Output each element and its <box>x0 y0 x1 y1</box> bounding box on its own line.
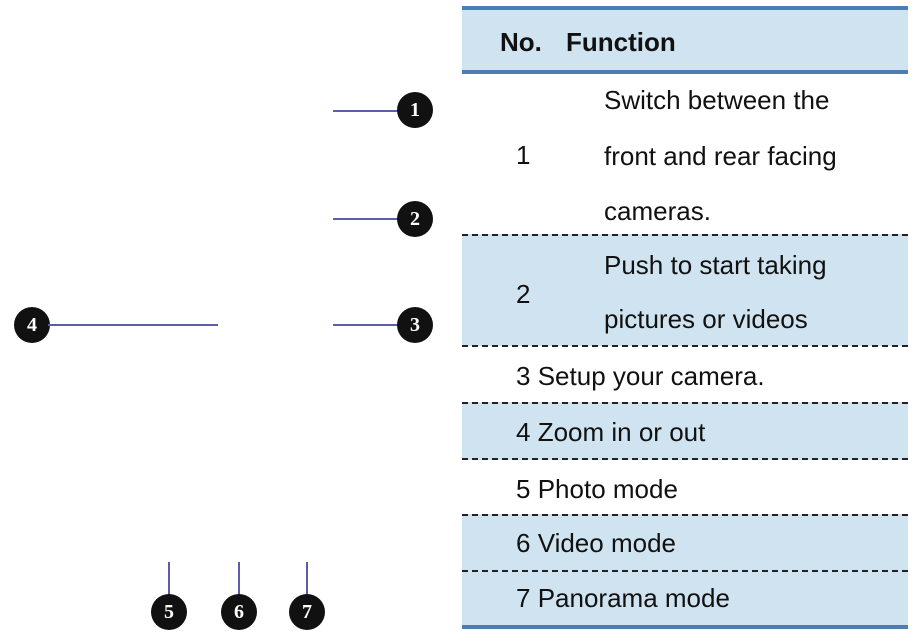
leader-line-1 <box>333 110 403 112</box>
row-6-number: 6 <box>516 528 531 558</box>
row-4-text: 4 Zoom in or out <box>516 417 705 448</box>
row-2-line-1: Push to start taking <box>604 250 827 280</box>
table-row-1: 1 Switch between the front and rear faci… <box>462 74 908 234</box>
callout-marker-6: 6 <box>221 594 257 630</box>
table-row-3: 3 Setup your camera. <box>462 345 908 404</box>
table-row-2: 2 Push to start taking pictures or video… <box>462 234 908 346</box>
row-6-function: Video mode <box>537 528 676 558</box>
row-7-number: 7 <box>516 583 531 613</box>
row-5-number: 5 <box>516 474 531 504</box>
callout-marker-3: 3 <box>397 307 433 343</box>
row-5-text: 5 Photo mode <box>516 474 678 505</box>
row-3-function: Setup your camera. <box>537 361 765 391</box>
row-6-text: 6 Video mode <box>516 528 676 559</box>
leader-line-5 <box>168 562 170 598</box>
row-7-text: 7 Panorama mode <box>516 583 730 614</box>
row-4-number: 4 <box>516 417 531 447</box>
leader-line-6 <box>238 562 240 598</box>
leader-line-4 <box>48 324 218 326</box>
table-header-rule <box>462 70 908 74</box>
row-4-function: Zoom in or out <box>537 417 706 447</box>
row-3-number: 3 <box>516 361 531 391</box>
callout-marker-7: 7 <box>289 594 325 630</box>
row-7-function: Panorama mode <box>537 583 730 613</box>
row-1-line-1: Switch between the <box>604 85 830 115</box>
leader-line-7 <box>306 562 308 598</box>
table-top-rule <box>462 6 908 10</box>
table-bottom-rule <box>462 625 908 629</box>
table-row-7: 7 Panorama mode <box>462 570 908 627</box>
leader-line-2 <box>333 218 403 220</box>
table-row-6: 6 Video mode <box>462 514 908 572</box>
callout-marker-5: 5 <box>151 594 187 630</box>
row-2-number: 2 <box>516 279 531 309</box>
header-function: Function <box>566 27 676 57</box>
leader-line-3 <box>333 324 403 326</box>
row-3-text: 3 Setup your camera. <box>516 361 765 392</box>
callout-diagram: 1 2 3 4 5 6 7 <box>0 0 455 642</box>
row-1-line-2: front and rear facing <box>604 141 837 171</box>
row-5-function: Photo mode <box>537 474 678 504</box>
callout-marker-2: 2 <box>397 201 433 237</box>
callout-marker-1: 1 <box>397 92 433 128</box>
table-header: No. Function <box>462 10 908 70</box>
row-2-line-2: pictures or videos <box>604 304 808 334</box>
row-1-number: 1 <box>516 140 531 170</box>
table-row-4: 4 Zoom in or out <box>462 402 908 460</box>
header-no: No. <box>500 27 542 57</box>
row-1-line-3: cameras. <box>604 196 711 226</box>
callout-marker-4: 4 <box>14 307 50 343</box>
table-row-5: 5 Photo mode <box>462 458 908 516</box>
